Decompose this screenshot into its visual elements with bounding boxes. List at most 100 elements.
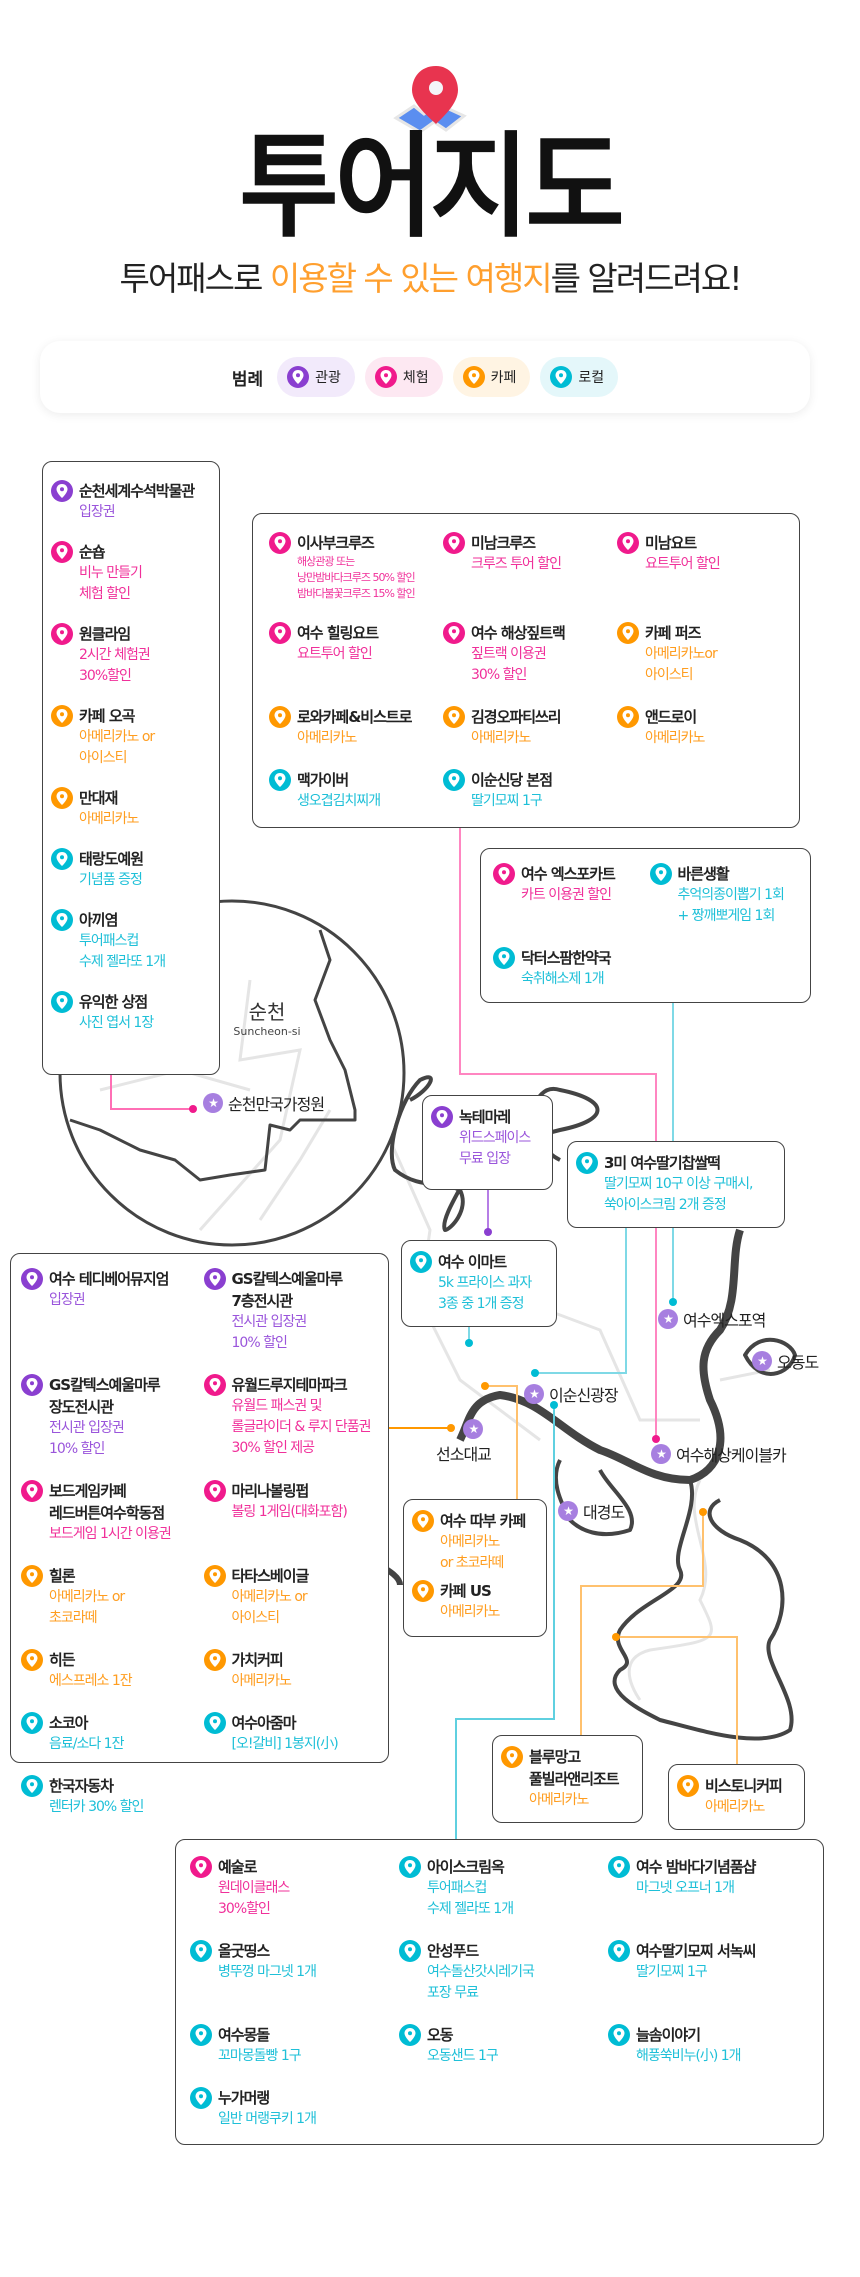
map-pin-icon bbox=[399, 1856, 421, 1878]
map-pin-icon bbox=[462, 366, 485, 388]
place-benefit: 아이스티 bbox=[79, 750, 128, 766]
page-title: 투어지도 bbox=[239, 121, 624, 254]
place-name: 맥가이버 bbox=[297, 771, 349, 789]
map-pin-icon bbox=[493, 947, 515, 969]
place-benefit: 수제 젤라또 1개 bbox=[79, 954, 166, 970]
place-name: 힐론 bbox=[49, 1567, 76, 1585]
place-benefit: 보드게임 1시간 이용권 bbox=[49, 1526, 172, 1542]
landmark[interactable]: ★오동도 bbox=[752, 1349, 819, 1373]
place-benefit: or 초코라떼 bbox=[440, 1555, 504, 1571]
subtitle-text-end: 를 알려드려요! bbox=[550, 259, 743, 298]
place-benefit: 아메리카노 bbox=[645, 730, 705, 746]
place-benefit: 비누 만들기 bbox=[79, 565, 143, 581]
place-benefit: 숙취해소제 1개 bbox=[521, 971, 605, 987]
landmark[interactable]: ★여수엑스포역 bbox=[658, 1307, 766, 1331]
place-benefit: 30%할인 bbox=[79, 668, 132, 684]
map-pin-icon bbox=[287, 366, 310, 388]
place-item-local[interactable]: 여수아줌마[오!갈비] 1봉지(小) bbox=[203, 1712, 379, 1755]
place-name: 여수 엑스포카트 bbox=[521, 865, 616, 883]
place-benefit: 요트투어 할인 bbox=[297, 646, 373, 662]
place-text: 여수아줌마[오!갈비] 1봉지(小) bbox=[232, 1712, 339, 1755]
landmark[interactable]: ★여수해상케이블카 bbox=[651, 1442, 787, 1466]
landmark[interactable]: ★대경도 bbox=[558, 1499, 625, 1523]
place-benefit: 쑥아이스크림 2개 증정 bbox=[604, 1197, 727, 1213]
landmark[interactable]: ★순천만국가정원 bbox=[203, 1091, 325, 1115]
place-name: 미남크루즈 bbox=[471, 534, 536, 552]
place-benefit: 아메리카노 bbox=[705, 1799, 765, 1815]
place-name: 비스토니커피 bbox=[705, 1777, 783, 1795]
landmark-label: 여수엑스포역 bbox=[683, 1311, 766, 1330]
place-name: 누가머랭 bbox=[218, 2089, 270, 2107]
landmark[interactable]: ★이순신광장 bbox=[524, 1382, 619, 1406]
map-pin-icon bbox=[617, 532, 639, 554]
map-pin-icon bbox=[21, 1374, 43, 1396]
place-name: 미남요트 bbox=[645, 534, 697, 552]
landmark-label: 선소대교 bbox=[436, 1445, 492, 1464]
landmark[interactable]: ★선소대교 bbox=[436, 1419, 492, 1465]
landmark-label: 이순신광장 bbox=[549, 1386, 619, 1405]
